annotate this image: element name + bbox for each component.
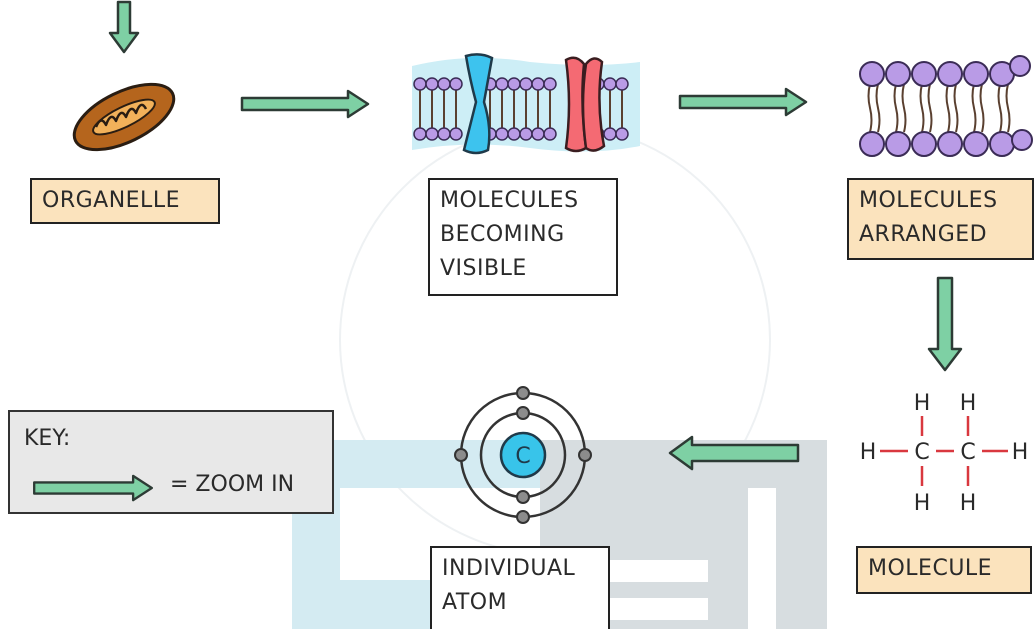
label-organelle: ORGANELLE bbox=[30, 178, 220, 224]
mitochondrion-icon bbox=[72, 82, 176, 152]
ethane-h-bottom-left: H bbox=[914, 491, 931, 516]
label-individual-atom: INDIVIDUAL ATOM bbox=[430, 546, 610, 629]
ethane-c-left: C bbox=[914, 440, 929, 465]
carbon-atom-icon: C bbox=[454, 386, 592, 524]
ethane-h-right: H bbox=[1012, 440, 1029, 465]
label-molecules-becoming-visible: MOLECULES BECOMING VISIBLE bbox=[428, 178, 618, 296]
key-title: KEY: bbox=[24, 426, 71, 451]
ethane-h-top-right: H bbox=[960, 391, 977, 416]
ethane-c-right: C bbox=[960, 440, 975, 465]
label-molecules-arranged: MOLECULES ARRANGED bbox=[847, 178, 1034, 260]
atom-symbol: C bbox=[515, 444, 530, 469]
label-line-3: VISIBLE bbox=[440, 256, 527, 281]
key-meaning: = ZOOM IN bbox=[170, 472, 295, 497]
arrow-arranged-to-molecule bbox=[927, 276, 963, 372]
cell-membrane-icon bbox=[412, 53, 640, 155]
arrow-down-top bbox=[108, 0, 140, 54]
label-line-2: ATOM bbox=[442, 590, 508, 615]
label-line-2: BECOMING bbox=[440, 222, 565, 247]
label-molecule-text: MOLECULE bbox=[868, 556, 993, 581]
arrow-molecule-to-atom bbox=[668, 435, 800, 471]
label-line-2: ARRANGED bbox=[859, 222, 988, 247]
ethane-h-bottom-right: H bbox=[960, 491, 977, 516]
label-line-1: MOLECULES bbox=[859, 188, 998, 213]
ethane-molecule-diagram: H H H C C H H H bbox=[860, 391, 1029, 516]
label-line-1: MOLECULES bbox=[440, 188, 579, 213]
arrow-membrane-to-arranged bbox=[678, 87, 808, 117]
ethane-h-top-left: H bbox=[914, 391, 931, 416]
key-legend: KEY: = ZOOM IN bbox=[8, 410, 334, 514]
arrow-organelle-to-membrane bbox=[240, 89, 370, 119]
key-arrow-icon bbox=[33, 474, 153, 502]
ethane-h-left: H bbox=[860, 440, 877, 465]
arranged-molecules-icon bbox=[859, 55, 1033, 157]
label-organelle-text: ORGANELLE bbox=[42, 188, 180, 213]
label-molecule: MOLECULE bbox=[856, 546, 1032, 594]
label-line-1: INDIVIDUAL bbox=[442, 556, 576, 581]
